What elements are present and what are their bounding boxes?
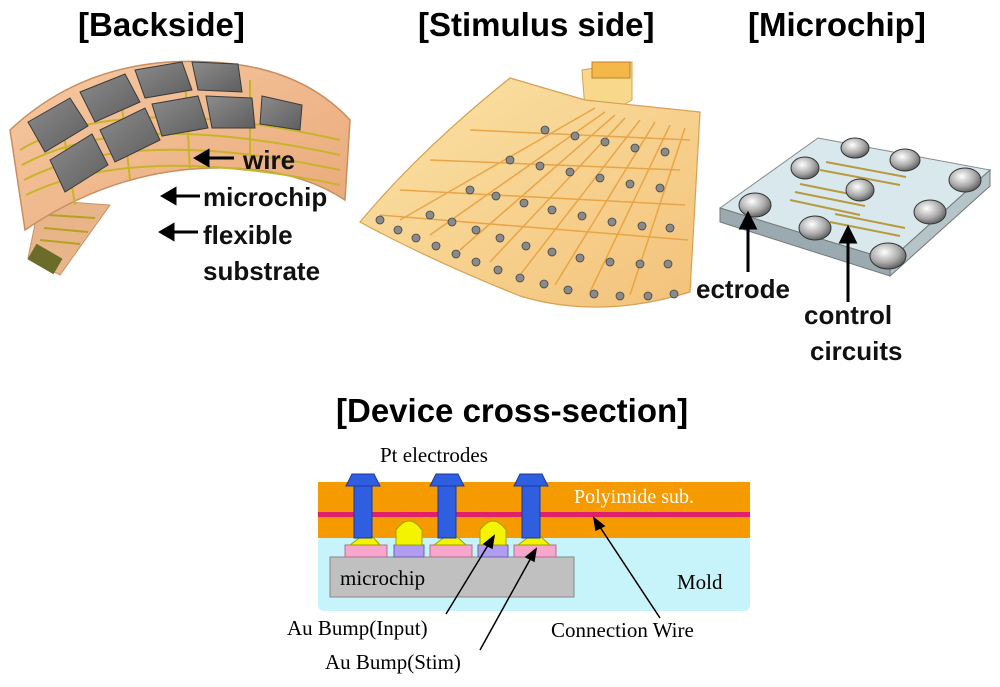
pt-electrodes-label: Pt electrodes	[380, 443, 488, 467]
backside-substrate-label: substrate	[203, 256, 321, 286]
connection-wire-label: Connection Wire	[551, 618, 694, 642]
microchip-control-label: control	[804, 300, 893, 330]
pt-electrode-2	[437, 485, 457, 539]
backside-wire-label: wire	[243, 145, 296, 175]
microchip-title: [Microchip]	[748, 6, 926, 43]
au-bump-input-label: Au Bump(Input)	[287, 616, 428, 640]
au-bump-stim-label: Au Bump(Stim)	[325, 650, 461, 674]
polyimide-label: Polyimide sub.	[574, 486, 695, 508]
mold-label: Mold	[677, 570, 723, 594]
au-bump-input-1	[395, 520, 423, 546]
microchip-cross-label: microchip	[340, 566, 426, 590]
backside-flexible-label: flexible	[203, 220, 293, 250]
microchip-circuits-label: circuits	[810, 336, 903, 366]
backside-microchip-label: microchip	[203, 182, 328, 212]
pt-electrode-3	[521, 485, 541, 539]
microchip-electrode-label: ectrode	[696, 274, 790, 304]
au-bump-input-2	[479, 520, 507, 546]
connection-wire	[318, 512, 750, 517]
backside-title: [Backside]	[78, 6, 245, 43]
pt-electrode-1	[353, 485, 373, 539]
stimulus-side-title: [Stimulus side]	[418, 6, 655, 43]
cross-section-title: [Device cross-section]	[336, 392, 689, 429]
